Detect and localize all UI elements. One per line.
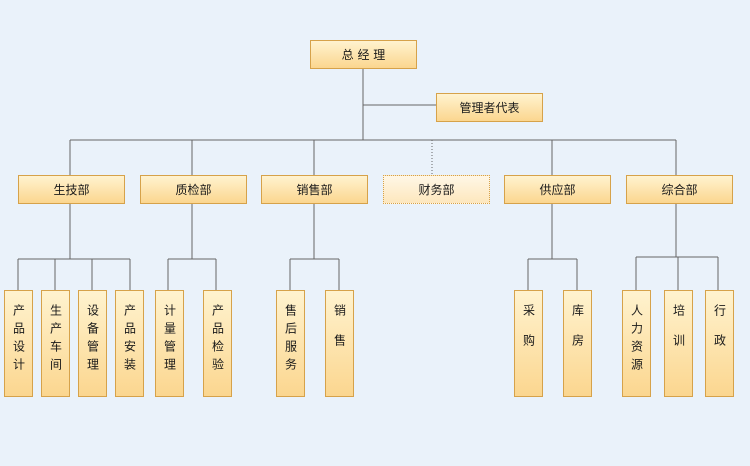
dept-label: 生技部 xyxy=(53,183,90,197)
dept-label: 综合部 xyxy=(661,183,698,197)
dept-label: 财务部 xyxy=(418,183,455,197)
dept-label: 供应部 xyxy=(539,183,576,197)
unit-label: 产品检验 xyxy=(210,304,225,376)
unit-training: 培训 xyxy=(664,290,693,397)
unit-human-resources: 人力资源 xyxy=(622,290,651,397)
dept-zhijian: 质检部 xyxy=(140,175,247,204)
unit-label: 产品设计 xyxy=(11,304,26,376)
unit-label: 产品安装 xyxy=(122,304,137,376)
unit-label: 行政 xyxy=(712,304,727,364)
unit-label: 采购 xyxy=(521,304,536,364)
unit-label: 设备管理 xyxy=(85,304,100,376)
unit-after-sales-service: 售后服务 xyxy=(276,290,305,397)
management-representative-box: 管理者代表 xyxy=(436,93,543,122)
dept-caiwu: 财务部 xyxy=(383,175,490,204)
unit-metrology-management: 计量管理 xyxy=(155,290,184,397)
management-representative-label: 管理者代表 xyxy=(459,101,520,115)
general-manager-label: 总 经 理 xyxy=(341,48,386,62)
unit-label: 计量管理 xyxy=(162,304,177,376)
unit-administration: 行政 xyxy=(705,290,734,397)
unit-label: 库房 xyxy=(570,304,585,364)
dept-shengji: 生技部 xyxy=(18,175,125,204)
dept-xiaoshou: 销售部 xyxy=(261,175,368,204)
unit-sales: 销售 xyxy=(325,290,354,397)
unit-purchasing: 采购 xyxy=(514,290,543,397)
unit-label: 人力资源 xyxy=(629,304,644,376)
unit-label: 生产车间 xyxy=(48,304,63,376)
unit-product-inspection: 产品检验 xyxy=(203,290,232,397)
unit-label: 销售 xyxy=(332,304,347,364)
dept-label: 销售部 xyxy=(296,183,333,197)
unit-equipment-management: 设备管理 xyxy=(78,290,107,397)
dept-gongying: 供应部 xyxy=(504,175,611,204)
dept-label: 质检部 xyxy=(175,183,212,197)
unit-production-workshop: 生产车间 xyxy=(41,290,70,397)
dept-zonghe: 综合部 xyxy=(626,175,733,204)
unit-product-design: 产品设计 xyxy=(4,290,33,397)
unit-warehouse: 库房 xyxy=(563,290,592,397)
unit-label: 培训 xyxy=(671,304,686,364)
unit-label: 售后服务 xyxy=(283,304,298,376)
general-manager-box: 总 经 理 xyxy=(310,40,417,69)
unit-product-installation: 产品安装 xyxy=(115,290,144,397)
